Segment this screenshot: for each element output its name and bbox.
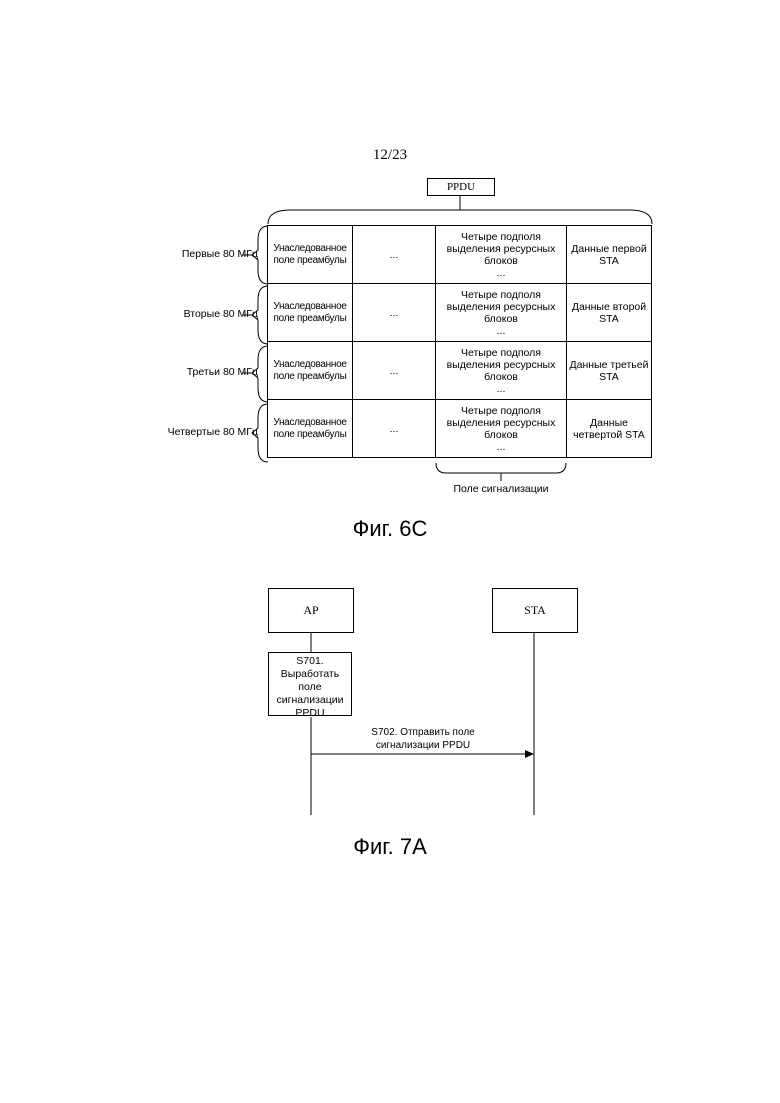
sta-data-cell: Данные четвертой STA <box>567 400 652 458</box>
table-row: Унаследованное поле преамбулы ... Четыре… <box>268 226 652 284</box>
step-s702-label: S702. Отправить поле сигнализации PPDU <box>352 726 494 752</box>
step-s701-box: S701. Выработать поле сигнализации PPDU <box>268 652 352 716</box>
legacy-preamble-cell: Унаследованное поле преамбулы <box>268 226 353 284</box>
legacy-preamble-cell: Унаследованное поле преамбулы <box>268 284 353 342</box>
ru-subfields-more: ... <box>497 383 506 395</box>
step-s701-text: Выработать поле сигнализации PPDU <box>269 668 351 720</box>
ellipsis-cell: ... <box>353 400 436 458</box>
sta-data-cell: Данные второй STA <box>567 284 652 342</box>
legacy-preamble-cell: Унаследованное поле преамбулы <box>268 400 353 458</box>
ellipsis-cell: ... <box>353 284 436 342</box>
ap-entity-box: AP <box>268 588 354 633</box>
sta-data-cell: Данные третьей STA <box>567 342 652 400</box>
fig7a-caption: Фиг. 7А <box>0 834 780 860</box>
message-arrowhead <box>525 750 534 758</box>
ru-subfields-cell: Четыре подполя выделения ресурсных блоко… <box>436 400 567 458</box>
row-label-3: Третьи 80 МГц <box>148 366 258 378</box>
ru-subfields-more: ... <box>497 267 506 279</box>
ru-subfields-cell: Четыре подполя выделения ресурсных блоко… <box>436 284 567 342</box>
row-label-4: Четвертые 80 МГц <box>148 426 258 438</box>
ru-subfields-cell: Четыре подполя выделения ресурсных блоко… <box>436 226 567 284</box>
row-label-2: Вторые 80 МГц <box>148 308 258 320</box>
ru-subfields-text: Четыре подполя выделения ресурсных блоко… <box>447 347 556 383</box>
ellipsis-cell: ... <box>353 342 436 400</box>
ppdu-top-brace <box>268 210 652 224</box>
table-row: Унаследованное поле преамбулы ... Четыре… <box>268 342 652 400</box>
ppdu-structure-table: Унаследованное поле преамбулы ... Четыре… <box>267 225 652 458</box>
signaling-bottom-brace <box>436 463 566 473</box>
ru-subfields-text: Четыре подполя выделения ресурсных блоко… <box>447 231 556 267</box>
step-s701-id: S701. <box>269 655 351 668</box>
sta-data-cell: Данные первой STA <box>567 226 652 284</box>
ru-subfields-more: ... <box>497 441 506 453</box>
signaling-field-label: Поле сигнализации <box>420 483 582 495</box>
fig6c-caption: Фиг. 6С <box>0 516 780 542</box>
sta-entity-box: STA <box>492 588 578 633</box>
legacy-preamble-cell: Унаследованное поле преамбулы <box>268 342 353 400</box>
ru-subfields-cell: Четыре подполя выделения ресурсных блоко… <box>436 342 567 400</box>
table-row: Унаследованное поле преамбулы ... Четыре… <box>268 284 652 342</box>
table-row: Унаследованное поле преамбулы ... Четыре… <box>268 400 652 458</box>
row-label-1: Первые 80 МГц <box>148 248 258 260</box>
ru-subfields-text: Четыре подполя выделения ресурсных блоко… <box>447 289 556 325</box>
ellipsis-cell: ... <box>353 226 436 284</box>
ru-subfields-more: ... <box>497 325 506 337</box>
ru-subfields-text: Четыре подполя выделения ресурсных блоко… <box>447 405 556 441</box>
